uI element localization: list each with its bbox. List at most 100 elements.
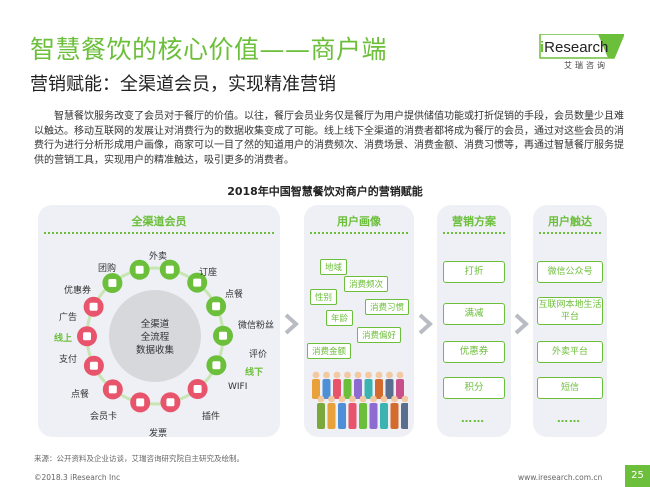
portrait-tag: 消费频次: [344, 276, 389, 292]
channel-icon-glyph: [165, 265, 174, 274]
person-head: [338, 395, 346, 403]
iresearch-logo: [539, 34, 624, 59]
chart-title: 2018年中国智慧餐饮对商户的营销赋能: [227, 185, 423, 198]
channel-icon-glyph: [193, 385, 202, 393]
person-head: [396, 371, 404, 379]
logo-chinese: 艾瑞咨询: [564, 61, 608, 70]
chevron-right-icon: [418, 313, 433, 335]
channel-icon-glyph: [89, 361, 98, 370]
person-body: [343, 379, 352, 399]
panel-heading: 营销方案: [452, 215, 496, 228]
marketing-item-coupon: 优惠券: [443, 341, 505, 363]
ring-label-reservation: 订座: [199, 268, 218, 278]
person-body: [385, 379, 394, 399]
reach-item-local-life-platform: 互联网本地生活平台: [537, 297, 603, 325]
panel-user-portrait: 用户画像 地域 消费频次 性别 消费习惯 年龄 消费偏好 消费金额: [304, 205, 414, 437]
channel-icon-glyph: [219, 331, 227, 340]
person-head: [375, 371, 383, 379]
person-body: [401, 403, 408, 429]
ring-label-ordering-2: 点餐: [71, 390, 90, 400]
heading-divider: [539, 232, 601, 234]
page-title: 智慧餐饮的核心价值——商户端: [30, 35, 388, 64]
person-head: [344, 371, 351, 379]
intro-paragraph: 智慧餐饮服务改变了会员对于餐厅的价值。以往，餐厅会员业务仅是餐厅为用户提供储值功…: [34, 111, 624, 166]
person-body: [359, 403, 367, 429]
channel-icon-glyph: [108, 385, 117, 394]
channel-icon-glyph: [89, 302, 98, 311]
panel-heading: 全渠道会员: [131, 215, 187, 228]
page-number: 25: [625, 465, 650, 487]
portrait-tag: 年龄: [326, 310, 354, 326]
person-body: [348, 403, 357, 429]
ring-label-payment: 支付: [59, 355, 78, 365]
person-head: [365, 371, 372, 379]
portrait-tag: 消费偏好: [357, 327, 402, 343]
panel-heading: 用户触达: [548, 215, 592, 228]
portrait-tag: 消费习惯: [365, 299, 410, 315]
panel-channel-members: 全渠道会员 全渠道 全流程 数据收集 外卖 订座 点餐 微信粉丝 评价 WIFI…: [38, 205, 280, 439]
person-head: [349, 395, 356, 403]
person-head: [312, 371, 320, 379]
person-body: [354, 379, 362, 399]
ring-label-member-card: 会员卡: [90, 412, 118, 422]
person-head: [401, 395, 408, 403]
ring-label-wechat-fans: 微信粉丝: [238, 321, 275, 331]
person-body: [396, 379, 404, 399]
person-body: [364, 379, 373, 399]
online-label: 线上: [54, 334, 73, 344]
ring-label-group-buy: 团购: [98, 264, 117, 274]
ring-label-ads: 广告: [59, 313, 78, 323]
reach-item-wechat-account: 微信公众号: [537, 261, 603, 283]
ring-label-ordering: 点餐: [225, 290, 244, 300]
person-body: [317, 403, 325, 429]
ring-label-review: 评价: [249, 350, 268, 360]
offline-label: 线下: [245, 368, 264, 378]
reach-item-takeout-platform: 外卖平台: [537, 341, 603, 363]
panel-user-reach: 用户触达 微信公众号 互联网本地生活平台 外卖平台 短信 ……: [533, 205, 607, 437]
person-body: [333, 379, 341, 399]
ring-label-coupon: 优惠券: [64, 286, 92, 296]
channel-icon-glyph: [212, 361, 221, 370]
person-body: [322, 379, 331, 399]
person-head: [386, 371, 393, 379]
reach-more: ……: [557, 412, 581, 425]
center-hub: [109, 290, 201, 382]
chevron-right-icon: [514, 313, 529, 335]
member-ring: [77, 259, 233, 413]
reach-item-sms: 短信: [537, 377, 603, 399]
channel-icon-glyph: [212, 302, 221, 311]
ring-label-plugin: 插件: [202, 412, 221, 422]
person-body: [390, 403, 399, 429]
chevron-right-icon: [284, 313, 299, 335]
person-head: [370, 395, 377, 403]
person-body: [312, 379, 320, 399]
person-body: [338, 403, 346, 429]
person-head: [391, 395, 398, 403]
portrait-tag: 性别: [310, 289, 338, 305]
person-head: [359, 395, 367, 403]
heading-divider: [443, 232, 505, 234]
channel-icon-glyph: [83, 332, 91, 341]
person-body: [327, 403, 336, 429]
marketing-item-points: 积分: [443, 377, 505, 399]
panel-marketing-plan: 营销方案 打折 满减 优惠券 积分 ……: [437, 205, 511, 437]
marketing-more: ……: [461, 412, 485, 425]
person-head: [317, 395, 325, 403]
heading-divider: [44, 232, 274, 234]
person-head: [323, 371, 330, 379]
channel-icon-glyph: [193, 278, 202, 287]
person-body: [375, 379, 383, 399]
person-body: [380, 403, 388, 429]
person-head: [328, 395, 335, 403]
website-url: www.iresearch.com.cn: [518, 473, 603, 482]
marketing-item-discount: 打折: [443, 261, 505, 283]
source-note: 来源：公开资料及企业访谈，艾瑞咨询研究院自主研究及绘制。: [34, 454, 244, 463]
heading-divider: [310, 232, 408, 234]
crowd-illustration: [312, 371, 408, 429]
portrait-tag: 消费金额: [307, 343, 352, 359]
person-head: [333, 371, 341, 379]
panel-heading: 用户画像: [337, 215, 381, 228]
center-hub-label: 全渠道 全流程 数据收集: [135, 319, 174, 356]
person-head: [354, 371, 362, 379]
channel-icon-glyph: [166, 398, 175, 407]
